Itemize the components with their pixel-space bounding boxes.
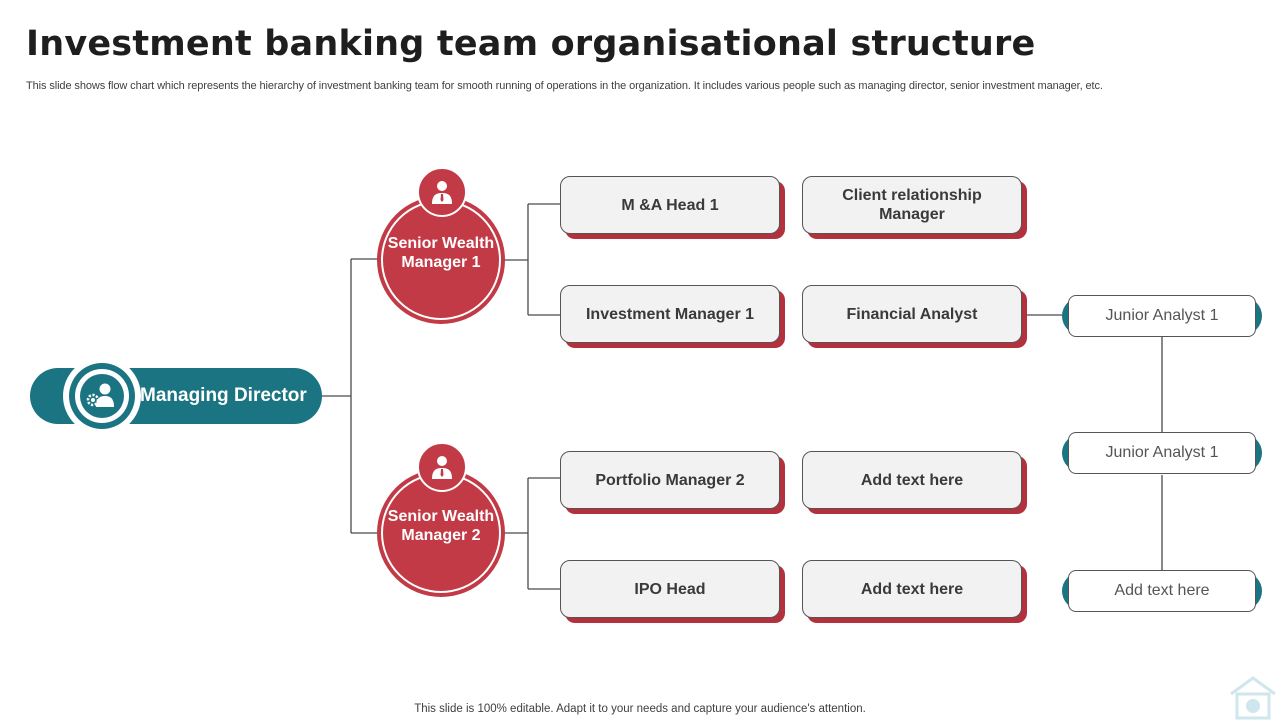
footer-note: This slide is 100% editable. Adapt it to… [414,703,866,715]
managing-director-badge [63,357,141,435]
senior-manager-node-1: Senior Wealth Manager 1 [377,196,505,324]
role-box: IPO Head [560,560,780,618]
senior-manager-badge-1 [417,167,467,217]
role-box: Financial Analyst [802,285,1022,343]
analyst-box: Add text here [1068,570,1256,612]
analyst-box: Junior Analyst 1 [1068,432,1256,474]
role-box: Portfolio Manager 2 [560,451,780,509]
connector-analysts [1023,314,1163,570]
role-box: M &A Head 1 [560,176,780,234]
user-gear-icon [86,383,114,407]
role-box: Add text here [802,560,1022,618]
user-icon [432,181,452,204]
connector-md [322,258,378,534]
role-box: Client relationship Manager [802,176,1022,234]
home-logo-icon [1230,676,1276,720]
role-box: Investment Manager 1 [560,285,780,343]
page-title: Investment banking team organisational s… [26,24,1036,64]
page-subtitle: This slide shows flow chart which repres… [26,80,1103,92]
connector-swm2 [504,477,560,590]
senior-manager-label: Senior Wealth Manager 1 [387,235,495,271]
role-box: Add text here [802,451,1022,509]
connector-swm1 [504,203,560,316]
senior-manager-label: Senior Wealth Manager 2 [387,508,495,544]
analyst-box: Junior Analyst 1 [1068,295,1256,337]
user-icon [432,456,452,479]
managing-director-label: Managing Director [140,385,307,406]
senior-manager-badge-2 [417,442,467,492]
